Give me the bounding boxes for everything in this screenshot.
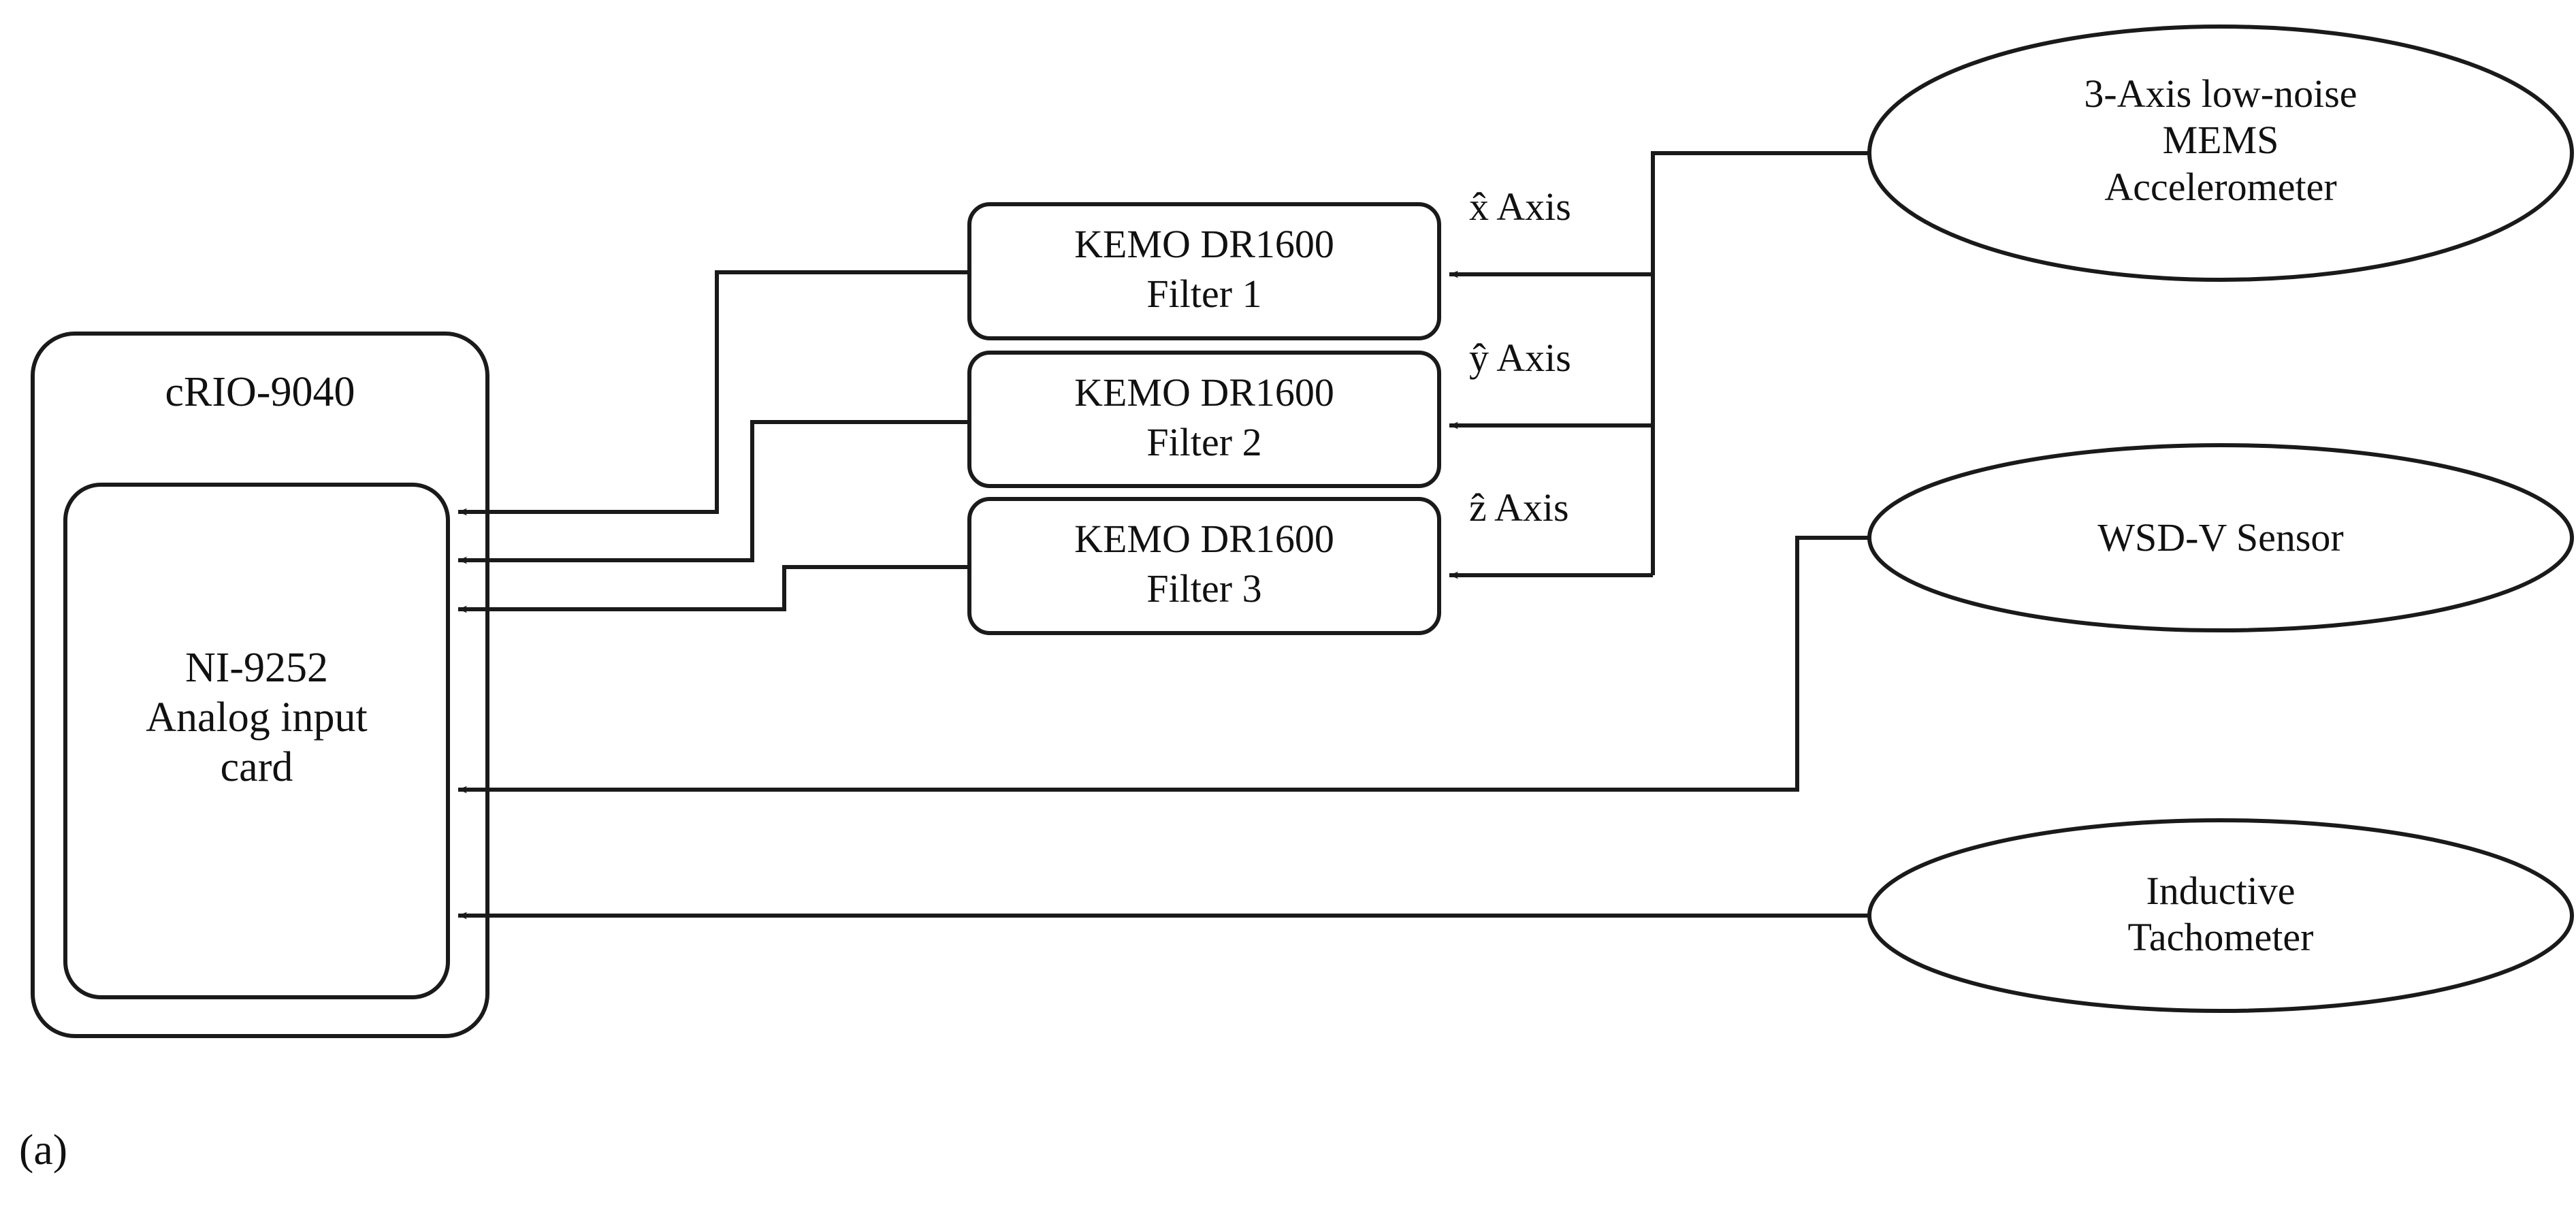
axis-label-z: ẑ Axis	[1469, 485, 1569, 530]
sensor-ellipse-tachometer	[1867, 818, 2574, 1013]
axis-label-x: x̂ Axis	[1469, 184, 1571, 229]
crio-outer-box	[31, 332, 489, 1038]
wire-filter2-to-ni9252	[458, 420, 969, 564]
wire-wsdv-to-ni9252	[458, 536, 1869, 794]
sensor-ellipse-accelerometer	[1867, 25, 2574, 282]
axis-label-y: ŷ Axis	[1469, 336, 1571, 380]
filter-box-2	[967, 351, 1441, 488]
sensor-ellipse-wsdv	[1867, 443, 2574, 632]
wire-filter3-to-ni9252	[458, 565, 969, 613]
filter-box-1	[967, 202, 1441, 340]
figure-caption: (a)	[19, 1125, 68, 1174]
wire-filter1-to-ni9252	[458, 270, 969, 516]
filter-box-3	[967, 497, 1441, 635]
ni9252-inner-box	[63, 483, 450, 999]
wire-accelerometer-trunk	[1651, 151, 1869, 575]
